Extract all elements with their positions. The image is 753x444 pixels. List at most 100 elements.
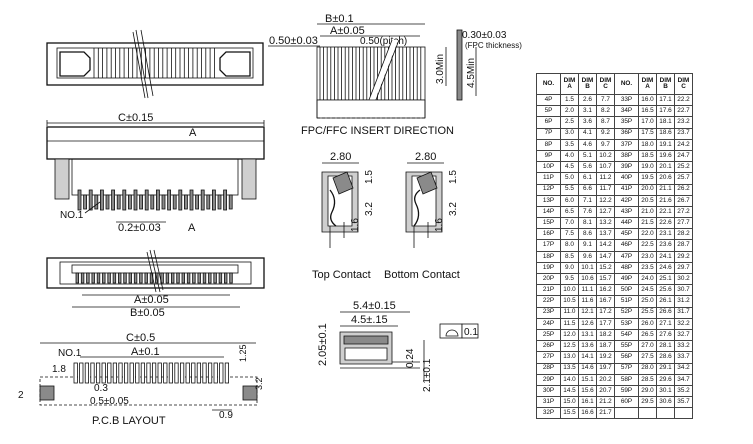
table-cell: 14P <box>536 205 561 219</box>
table-cell: 8.0 <box>560 239 579 252</box>
table-cell: 35.2 <box>674 384 693 398</box>
table-cell: 8.5 <box>560 250 579 263</box>
table-cell: 43P <box>614 205 639 219</box>
table-cell: 26.2 <box>674 183 693 196</box>
table-cell: 58P <box>614 373 639 386</box>
side-flatness: 0.1 <box>464 327 478 338</box>
table-cell: 25.5 <box>638 306 657 319</box>
table-cell: 16.6 <box>578 407 597 420</box>
table-cell: 33.2 <box>674 340 693 353</box>
table-cell: 8.2 <box>596 105 615 118</box>
table-cell: 59P <box>614 384 639 398</box>
table-cell: 22.6 <box>656 217 675 230</box>
bottom-pin <box>202 272 207 284</box>
table-cell: 13.0 <box>560 351 579 364</box>
table-cell: 18.0 <box>638 138 657 151</box>
table-cell: 10.1 <box>578 261 597 275</box>
bottom-pin <box>75 272 79 284</box>
table-cell: 14.5 <box>560 384 579 398</box>
table-cell: 11.0 <box>560 306 579 319</box>
front-pin <box>195 194 200 210</box>
table-cell: 20.0 <box>638 183 657 196</box>
pcb-dim-c: C±0.5 <box>126 332 155 344</box>
table-cell: 2.0 <box>560 105 579 118</box>
front-ref-a-bottom: A <box>188 222 196 234</box>
table-cell: 4.6 <box>578 138 597 151</box>
pcb-pad <box>191 362 196 384</box>
top-w280: 2.80 <box>330 151 351 163</box>
table-cell: 31P <box>536 396 561 409</box>
table-cell: 48P <box>614 261 639 275</box>
table-cell: 29.7 <box>674 261 693 275</box>
table-cell: 25P <box>536 328 561 342</box>
table-cell: 23.1 <box>656 228 675 241</box>
table-cell: 17.6 <box>656 105 675 118</box>
front-pin <box>77 189 82 211</box>
table-cell: 28.2 <box>674 228 693 241</box>
table-cell: 20.2 <box>596 373 615 386</box>
bottom-pin <box>96 272 101 284</box>
front-pin <box>155 189 160 211</box>
table-cell: 39P <box>614 161 639 174</box>
side-d024: 0.24 <box>405 348 416 368</box>
table-cell: 18.5 <box>638 149 657 163</box>
table-cell: 28.7 <box>674 239 693 252</box>
pcb-layout: C±0.5 A±0.1 NO.1 1.8 0.3 0.5±0.05 2 1.25… <box>18 332 264 427</box>
table-cell: 44P <box>614 217 639 230</box>
front-pin <box>144 189 149 211</box>
pcb-pad <box>135 362 140 384</box>
fpc-dim-b: B±0.1 <box>325 13 354 25</box>
table-cell: 34P <box>614 105 639 118</box>
table-cell: 7.5 <box>560 228 579 241</box>
pcb-pad <box>168 362 173 384</box>
table-cell: 21.0 <box>638 205 657 219</box>
bottom-pin <box>107 272 111 284</box>
table-cell: 6.1 <box>578 172 597 185</box>
pcb-pad <box>112 362 117 384</box>
pcb-d18: 1.8 <box>52 364 66 375</box>
table-cell: 35.7 <box>674 396 693 409</box>
table-cell: 8.7 <box>596 116 615 129</box>
bottom-contact-label: Bottom Contact <box>384 269 460 281</box>
table-cell: 30.1 <box>656 384 675 398</box>
front-pin <box>139 194 144 210</box>
front-pin <box>150 194 155 210</box>
table-cell: 34.2 <box>674 362 693 375</box>
bottom-pin <box>133 272 138 284</box>
table-cell: 6.6 <box>578 183 597 196</box>
bottom-d15: 1.5 <box>448 170 459 184</box>
table-cell: 9.2 <box>596 127 615 140</box>
fpc-thickness-note: (FPC thickness) <box>465 41 522 50</box>
table-cell <box>674 407 693 420</box>
fpc-left-dim: 0.50±0.03 <box>269 35 318 47</box>
front-pin <box>217 194 222 210</box>
table-cell: 11.1 <box>578 284 597 297</box>
table-cell: 46P <box>614 239 639 252</box>
front-pin <box>211 189 216 211</box>
table-cell: 11.6 <box>578 295 597 308</box>
table-cell: 22P <box>536 295 561 308</box>
table-cell: 25.1 <box>656 272 675 286</box>
table-cell: 49P <box>614 272 639 286</box>
table-cell: 10P <box>536 161 561 174</box>
bottom-w280: 2.80 <box>415 151 436 163</box>
table-cell: 13.5 <box>560 362 579 375</box>
table-cell: 15.2 <box>596 261 615 275</box>
table-cell: 29.2 <box>674 250 693 263</box>
fpc-min30: 3.0Min <box>435 54 446 84</box>
table-cell: 22.0 <box>638 228 657 241</box>
table-cell: 7.1 <box>578 194 597 207</box>
table-cell: 15P <box>536 217 561 230</box>
table-cell: 26.6 <box>656 306 675 319</box>
front-pin <box>127 194 132 210</box>
table-cell: 60P <box>614 396 639 409</box>
table-cell: 21P <box>536 284 561 297</box>
table-cell: 37P <box>614 138 639 151</box>
